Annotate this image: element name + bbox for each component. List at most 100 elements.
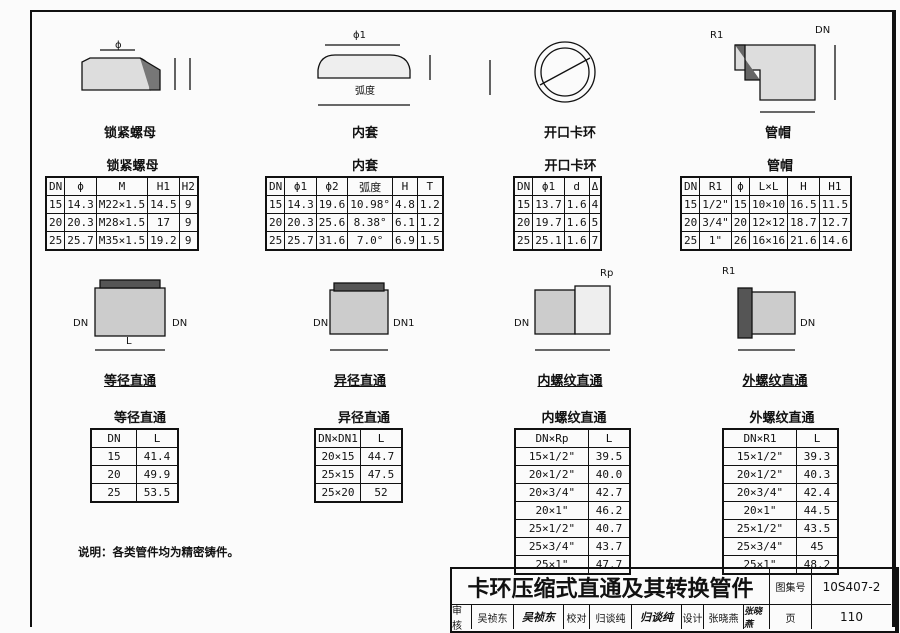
table-row: 15×1/2"39.3 <box>722 447 839 466</box>
table-cell: 18.7 <box>787 213 820 232</box>
table-cell: 1" <box>699 231 732 251</box>
column-header: DN <box>90 428 137 448</box>
table-cell: 21.6 <box>787 231 820 251</box>
reducing-coupling-drawing <box>329 282 389 351</box>
table-cell: 40.3 <box>796 465 839 484</box>
dim-label: Rp <box>600 268 614 279</box>
column-header: d <box>563 176 590 196</box>
table-cell: 20×1" <box>722 501 797 520</box>
split-ring-drawing <box>489 41 596 103</box>
table-cell: 25 <box>90 483 137 503</box>
column-header: H <box>392 176 418 196</box>
table-cell: 10×10 <box>748 195 789 214</box>
table-cell: 12.7 <box>818 213 852 232</box>
table-cell: 5 <box>588 213 602 232</box>
column-header: ϕ1 <box>284 176 317 196</box>
column-header: T <box>416 176 444 196</box>
table-cell: 25 <box>680 231 701 251</box>
table-cell: 43.7 <box>588 537 631 556</box>
table-cell: 16.5 <box>787 195 820 214</box>
table-cell: 14.6 <box>818 231 852 251</box>
column-header: DN×DN1 <box>314 428 361 448</box>
title-block: 卡环压缩式直通及其转换管件 图集号 10S407-2 审核 吴祯东 吴祯东 校对… <box>450 567 899 633</box>
table-row: 25×1/2"43.5 <box>722 519 839 538</box>
table-row: 20×1"44.5 <box>722 501 839 520</box>
caption-lock-nut: 锁紧螺母 <box>103 126 156 141</box>
table-row: 20×3/4"42.7 <box>514 483 631 502</box>
table-cell: 25×15 <box>314 465 361 484</box>
page-number: 110 <box>840 610 863 624</box>
table-cell: 15 <box>90 447 137 466</box>
table-cell: 20 <box>265 213 286 232</box>
male-coupling-table-title: 外螺纹直通 <box>749 411 815 426</box>
table-cell: 42.4 <box>796 483 839 502</box>
table-cell: 1.2 <box>416 213 444 232</box>
table-cell: M35×1.5 <box>95 231 149 251</box>
column-header: L <box>360 428 403 448</box>
table-cell: 49.9 <box>136 465 179 484</box>
table-cell: 14.5 <box>147 195 180 214</box>
dim-label: DN <box>172 318 188 329</box>
table-cell: 20×3/4" <box>514 483 589 502</box>
split-ring-table-title: 开口卡环 <box>544 159 597 174</box>
design-label: 设计 <box>682 605 704 629</box>
table-cell: 48.2 <box>796 555 839 575</box>
table-cell: 25×3/4" <box>514 537 589 556</box>
column-header: DN <box>265 176 286 196</box>
table-cell: 14.3 <box>284 195 317 214</box>
table-cell: 39.3 <box>796 447 839 466</box>
page-label: 页 <box>770 605 812 629</box>
note: 说明：各类管件均为精密铸件。 <box>78 545 239 559</box>
table-cell: 11.5 <box>818 195 852 214</box>
table-cell: 13.7 <box>532 195 565 214</box>
table-cell: 10.98° <box>347 195 393 214</box>
table-cell: 6.9 <box>392 231 418 251</box>
caption-split-ring: 开口卡环 <box>543 126 596 141</box>
table-cell: 43.5 <box>796 519 839 538</box>
dim-label: DN1 <box>393 318 415 329</box>
sheet-title: 卡环压缩式直通及其转换管件 <box>452 569 770 605</box>
dim-label: DN <box>313 318 329 329</box>
table-cell: 40.7 <box>588 519 631 538</box>
table-cell: 16×16 <box>748 231 789 251</box>
table-cell: 20×1/2" <box>514 465 589 484</box>
table-cell: 20×3/4" <box>722 483 797 502</box>
atlas-number: 10S407-2 <box>812 569 891 605</box>
table-cell: 20 <box>680 213 701 232</box>
dim-label: R1 <box>710 30 724 41</box>
table-cell: 9 <box>178 213 199 232</box>
table-cell: 1.6 <box>563 213 590 232</box>
table-row: 15×1/2"39.5 <box>514 447 631 466</box>
equal-coupling-drawing <box>94 279 166 351</box>
table-cell: 15×1/2" <box>722 447 797 466</box>
table-cell: 25.6 <box>315 213 349 232</box>
table-cell: 3/4" <box>699 213 732 232</box>
column-header: Δ <box>588 176 602 196</box>
table-cell: 6.1 <box>392 213 418 232</box>
table-cell: 20 <box>730 213 751 232</box>
table-cell: 1/2" <box>699 195 732 214</box>
table-cell: 20 <box>90 465 137 484</box>
column-header: L <box>136 428 179 448</box>
dim-label: DN <box>815 25 831 36</box>
table-cell: 1.6 <box>563 195 590 214</box>
dim-label: R1 <box>722 266 736 277</box>
designer-signature: 张晓燕 <box>744 605 770 630</box>
table-cell: 4 <box>588 195 602 214</box>
